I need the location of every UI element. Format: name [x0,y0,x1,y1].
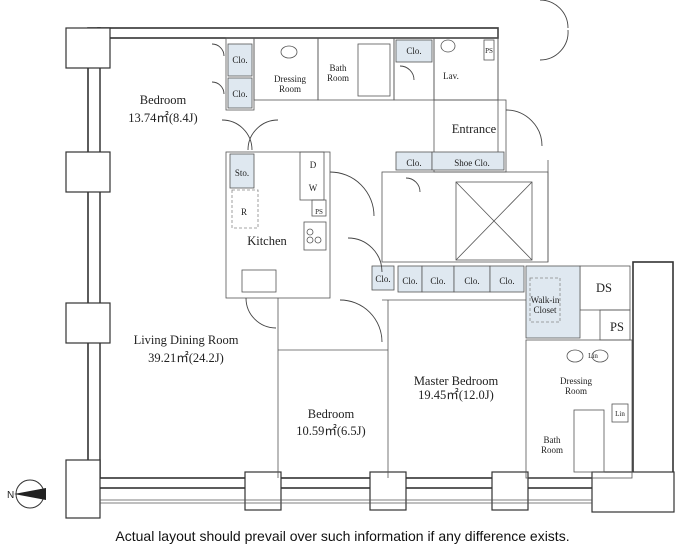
clo-label: Clo. [406,46,421,56]
clo-label: Clo. [499,276,514,286]
master-area: 19.45㎡(12.0J) [418,388,494,402]
clo-label: Clo. [464,276,479,286]
walkin-line1: Walk-in [531,295,560,305]
d-label: D [310,160,317,170]
clo-label: Clo. [232,55,247,65]
sto-label: Sto. [235,168,249,178]
elevator-shaft [455,181,533,261]
entrance-label: Entrance [452,122,497,136]
bedroom2-name: Bedroom [308,407,355,421]
master-name: Master Bedroom [414,374,499,388]
bath1-line1: Bath [330,63,347,73]
compass-n-label: N [7,490,14,501]
bath2-line2: Room [541,445,563,455]
clo-label: Clo. [232,89,247,99]
ps-label: PS [485,47,493,55]
clo-label: Clo. [430,276,445,286]
ps-label: PS [610,320,624,334]
pillars [65,27,675,519]
living-area: 39.21㎡(24.2J) [148,351,224,365]
living-name: Living Dining Room [134,333,239,347]
disclaimer-caption: Actual layout should prevail over such i… [115,528,570,544]
dressing2-line2: Room [565,386,587,396]
w-label: W [309,183,318,193]
clo-label: Clo. [406,158,421,168]
dressing1-line2: Room [279,84,301,94]
compass: N [7,479,46,509]
ds-label: DS [596,281,612,295]
clo-label: Clo. [375,274,390,284]
floor-plan: Bedroom 13.74㎡(8.4J) Living Dining Room … [7,0,675,519]
r-label: R [241,207,247,217]
bedroom1-area: 13.74㎡(8.4J) [128,111,197,125]
bedroom1-name: Bedroom [140,93,187,107]
balcony [100,499,592,504]
doors [211,0,569,343]
dressing2-line1: Dressing [560,376,592,386]
dressing1-line1: Dressing [274,74,306,84]
bath2-line1: Bath [544,435,561,445]
lin-label: Lin [588,352,598,360]
lav-label: Lav. [443,71,459,81]
walkin-line2: Closet [533,305,557,315]
lin-label: Lin [615,410,625,418]
clo-label: Clo. [402,276,417,286]
fixtures [231,39,629,473]
interior-walls [225,37,633,479]
bedroom2-area: 10.59㎡(6.5J) [296,424,365,438]
bath1-line2: Room [327,73,349,83]
shoe-clo-label: Shoe Clo. [454,158,490,168]
kitchen-label: Kitchen [247,234,287,248]
ps-label: PS [315,208,323,216]
